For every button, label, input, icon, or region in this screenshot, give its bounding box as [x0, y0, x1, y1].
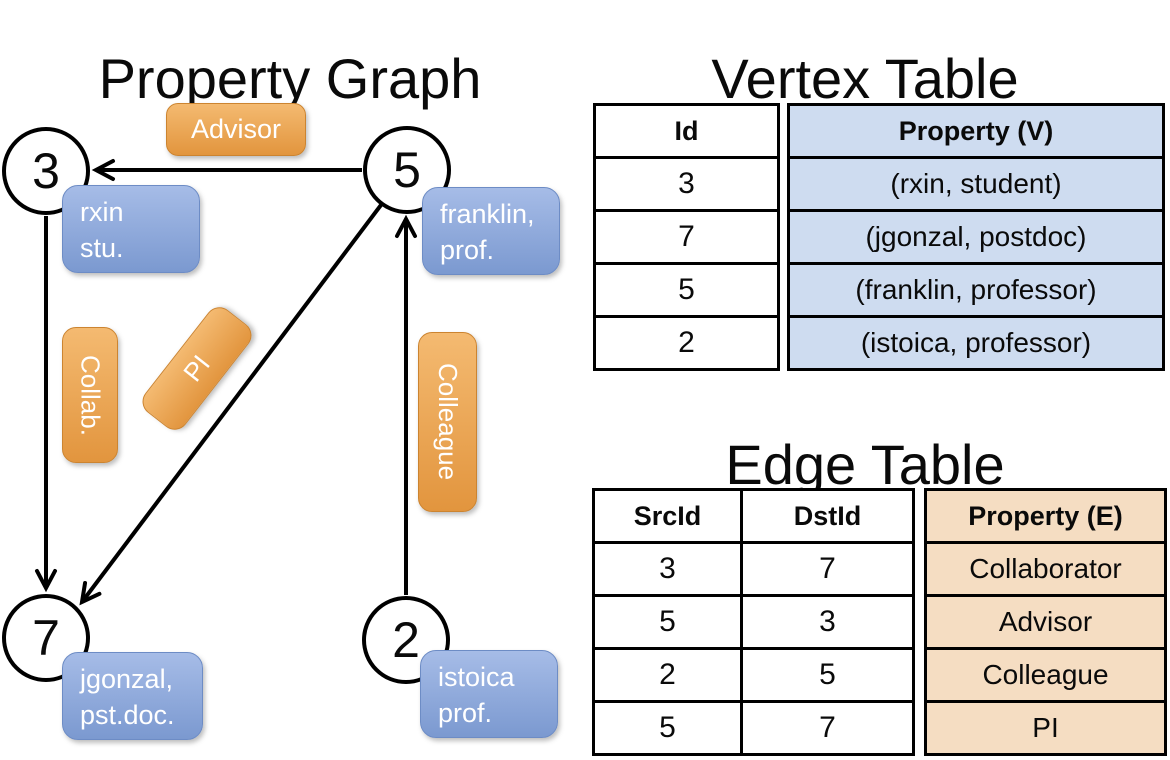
property-box-istoica: istoica prof. — [420, 650, 558, 738]
edge-property-column: Property (E) Collaborator Advisor Collea… — [924, 488, 1167, 756]
table-cell: 7 — [740, 541, 915, 597]
table-cell: 5 — [593, 262, 780, 318]
edge-label-colleague: Colleague — [418, 332, 477, 512]
table-cell: Colleague — [924, 647, 1167, 703]
table-cell: (franklin, professor) — [787, 262, 1165, 318]
vertex-id-header: Id — [593, 103, 780, 159]
property-line: prof. — [440, 235, 495, 265]
table-cell: 5 — [592, 700, 743, 756]
vertex-property-column: Property (V) (rxin, student) (jgonzal, p… — [787, 103, 1165, 371]
edge-src-dst-columns: SrcId DstId 3 7 5 3 2 5 5 7 — [592, 488, 915, 756]
property-line: franklin, — [440, 199, 535, 229]
table-cell: 3 — [593, 156, 780, 212]
property-line: prof. — [438, 698, 493, 728]
vertex-table: Id 3 7 5 2 Property (V) (rxin, student) … — [593, 103, 1165, 371]
edge-table-title: Edge Table — [725, 432, 1005, 496]
vertex-table-title: Vertex Table — [711, 46, 1019, 110]
table-cell: 7 — [593, 209, 780, 265]
property-line: jgonzal, — [80, 664, 174, 694]
property-line: rxin — [80, 197, 124, 227]
vertex-id-column: Id 3 7 5 2 — [593, 103, 780, 371]
property-box-franklin: franklin, prof. — [422, 187, 560, 275]
table-cell: 5 — [592, 594, 743, 650]
graph-node-2: 2 — [362, 596, 450, 684]
table-cell: (istoica, professor) — [787, 315, 1165, 371]
table-cell: (rxin, student) — [787, 156, 1165, 212]
vertex-property-header: Property (V) — [787, 103, 1165, 159]
edge-label-collab: Collab. — [62, 327, 118, 463]
table-cell: PI — [924, 700, 1167, 756]
table-cell: (jgonzal, postdoc) — [787, 209, 1165, 265]
edge-property-header: Property (E) — [924, 488, 1167, 544]
property-line: stu. — [80, 233, 124, 263]
edge-table: SrcId DstId 3 7 5 3 2 5 5 7 Property (E)… — [592, 488, 1167, 756]
property-box-rxin: rxin stu. — [62, 185, 200, 273]
graph-node-5: 5 — [363, 126, 451, 214]
edge-srcid-header: SrcId — [592, 488, 743, 544]
table-cell: 2 — [592, 647, 743, 703]
graph-edges-layer — [35, 159, 417, 606]
property-line: istoica — [438, 662, 515, 692]
edge-label-advisor: Advisor — [166, 103, 306, 156]
property-line: pst.doc. — [80, 700, 175, 730]
table-cell: 7 — [740, 700, 915, 756]
table-cell: 5 — [740, 647, 915, 703]
property-box-jgonzal: jgonzal, pst.doc. — [62, 652, 203, 740]
edge-dstid-header: DstId — [740, 488, 915, 544]
table-cell: Collaborator — [924, 541, 1167, 597]
edge-pi-arrow — [79, 203, 383, 606]
table-cell: 3 — [592, 541, 743, 597]
table-cell: 3 — [740, 594, 915, 650]
graph-title: Property Graph — [98, 46, 482, 110]
table-cell: Advisor — [924, 594, 1167, 650]
table-cell: 2 — [593, 315, 780, 371]
